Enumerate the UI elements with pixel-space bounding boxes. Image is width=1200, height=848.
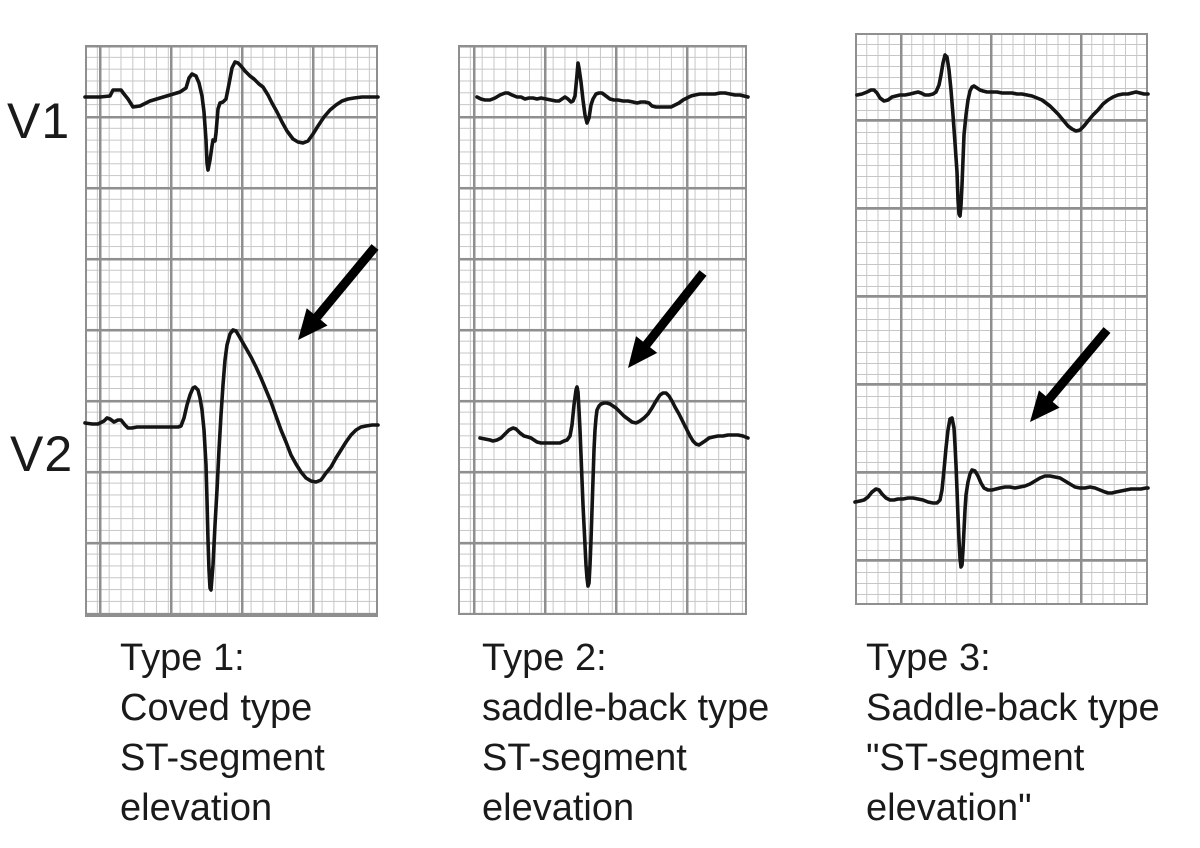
caption-type-3: Type 3: Saddle-back type "ST-segment ele… — [866, 633, 1160, 833]
ecg-panel-type-1 — [85, 45, 378, 617]
caption-type-1: Type 1: Coved type ST-segment elevation — [120, 633, 325, 833]
caption-line: ST-segment — [482, 737, 687, 779]
caption-line: elevation — [482, 787, 635, 829]
caption-line: Coved type — [120, 687, 313, 729]
caption-line: elevation" — [866, 787, 1032, 829]
caption-line: Type 3: — [866, 637, 991, 679]
lead-label-v1: V1 — [7, 93, 71, 149]
caption-line: Type 1: — [120, 637, 245, 679]
caption-line: elevation — [120, 787, 273, 829]
caption-type-2: Type 2: saddle-back type ST-segment elev… — [482, 633, 769, 833]
caption-line: Saddle-back type — [866, 687, 1160, 729]
lead-label-v2: V2 — [10, 426, 74, 482]
caption-line: Type 2: — [482, 637, 607, 679]
caption-line: ST-segment — [120, 737, 325, 779]
ecg-panel-type-2 — [458, 45, 747, 615]
caption-line: saddle-back type — [482, 687, 770, 729]
ecg-panel-type-3 — [855, 33, 1148, 605]
caption-line: "ST-segment — [866, 737, 1085, 779]
